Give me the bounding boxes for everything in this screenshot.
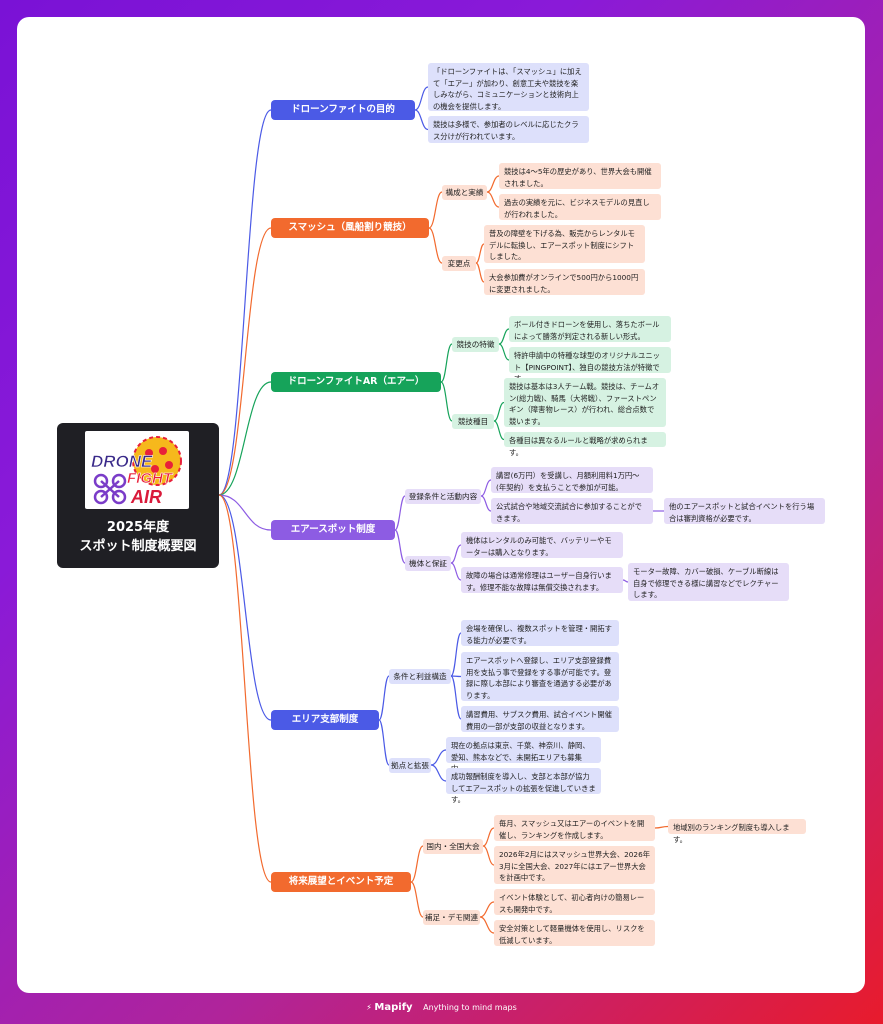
leaf-node[interactable]: ボール付きドローンを使用し、落ちたボールによって勝落が判定される新しい形式。	[509, 316, 671, 342]
leaf-node[interactable]: 成功報酬制度を導入し、支部と本部が協力してエアースポットの拡張を促進していきます…	[446, 768, 601, 804]
leaf-node[interactable]: 安全対策として軽量機体を使用し、リスクを低減しています。	[494, 920, 655, 946]
svg-text:FIGHT: FIGHT	[127, 470, 174, 487]
leaf-node[interactable]: 大会参加費がオンラインで500円から1000円に変更されました。	[484, 269, 645, 295]
leaf-node[interactable]: 「ドローンファイトは、「スマッシュ」に加えて「エアー」が加わり、創意工夫や競技を…	[428, 63, 589, 111]
branch-node-6[interactable]: 将来展望とイベント予定	[271, 872, 411, 892]
footer-tagline: Anything to mind maps	[423, 1003, 517, 1012]
root-node[interactable]: DRONE FIGHT AIR 2025年度 スポット制度概要図	[57, 423, 219, 568]
group-node[interactable]: 登録条件と活動内容	[405, 489, 481, 504]
leaf-node[interactable]: 競技は基本は3人チーム戦。競技は、チームオン(総力戦)、騎馬（大将戦）、ファース…	[504, 378, 666, 427]
leaf-node[interactable]: イベント体験として、初心者向けの簡易レースも開発中です。	[494, 889, 655, 915]
svg-text:DRONE: DRONE	[91, 452, 153, 471]
leaf-node[interactable]: 競技は多様で、参加者のレベルに応じたクラス分けが行われています。	[428, 116, 589, 143]
branch-node-1[interactable]: ドローンファイトの目的	[271, 100, 415, 120]
drone-fight-air-logo: DRONE FIGHT AIR	[85, 431, 189, 509]
group-node[interactable]: 拠点と拡張	[389, 758, 431, 773]
group-node[interactable]: 構成と実績	[442, 185, 487, 200]
branch-node-2[interactable]: スマッシュ（風船割り競技）	[271, 218, 429, 238]
branch-node-5[interactable]: エリア支部制度	[271, 710, 379, 730]
leaf-node[interactable]: 2026年2月にはスマッシュ世界大会、2026年3月に全国大会、2027年にはエ…	[494, 846, 655, 884]
group-node[interactable]: 競技種目	[452, 414, 494, 429]
footer-brand: Mapify	[374, 1002, 413, 1013]
svg-text:AIR: AIR	[130, 487, 162, 507]
group-node[interactable]: 条件と利益構造	[389, 669, 451, 684]
leaf-node[interactable]: 現在の拠点は東京、千葉、神奈川、静岡、愛知、熊本などで、未開拓エリアも募集中。	[446, 737, 601, 773]
leaf-node[interactable]: 競技は4〜5年の歴史があり、世界大会も開催されました。	[499, 163, 661, 189]
leaf-node[interactable]: 会場を確保し、複数スポットを管理・開拓する能力が必要です。	[461, 620, 619, 646]
group-node[interactable]: 競技の特徴	[452, 337, 499, 352]
leaf-node[interactable]: 講習(6万円）を受講し、月額利用料1万円〜(年契約）を支払うことで参加が可能。	[491, 467, 653, 493]
logo-dome-icon	[132, 436, 182, 486]
leaf-node[interactable]: 普及の障壁を下げる為、販売からレンタルモデルに転換し、エアースポット制度にシフト…	[484, 225, 645, 263]
sub-leaf-node[interactable]: モーター故障、カバー破損、ケーブル断線は自身で修理できる様に講習などでレクチャー…	[628, 563, 789, 601]
leaf-node[interactable]: 機体はレンタルのみ可能で、バッテリーやモーターは購入となります。	[461, 532, 623, 558]
group-node[interactable]: 補足・デモ関連	[423, 910, 480, 925]
group-node[interactable]: 変更点	[442, 256, 476, 271]
leaf-node[interactable]: 毎月、スマッシュ又はエアーのイベントを開催し、ランキングを作成します。	[494, 815, 655, 841]
group-node[interactable]: 機体と保証	[405, 556, 451, 571]
group-node[interactable]: 国内・全国大会	[423, 839, 483, 854]
sub-leaf-node[interactable]: 地域別のランキング制度も導入します。	[668, 819, 806, 844]
logo-drone-icon	[93, 473, 127, 505]
leaf-node[interactable]: 公式試合や地域交流試合に参加することができます。	[491, 498, 653, 524]
leaf-node[interactable]: 特許申請中の特種な球型のオリジナルユニット【PINGPOINT】、独自の競技方法…	[509, 347, 671, 383]
footer: ⚡ Mapify Anything to mind maps	[0, 1002, 883, 1013]
branch-node-3[interactable]: ドローンファイトAR（エアー）	[271, 372, 441, 392]
sub-leaf-node[interactable]: 他のエアースポットと試合イベントを行う場合は審判資格が必要です。	[664, 498, 825, 524]
leaf-node[interactable]: 各種目は異なるルールと戦略が求められます。	[504, 432, 666, 457]
leaf-node[interactable]: 故障の場合は通常修理はユーザー自身行います。修理不能な故障は無償交換されます。	[461, 567, 623, 593]
leaf-node[interactable]: 過去の実績を元に、ビジネスモデルの見直しが行われました。	[499, 194, 661, 220]
root-title: 2025年度 スポット制度概要図	[79, 520, 197, 554]
mapify-logo-icon: ⚡	[366, 1003, 372, 1012]
leaf-node[interactable]: エアースポットへ登録し、エリア支部登録費用を支払う事で登録をする事が可能です。登…	[461, 652, 619, 701]
leaf-node[interactable]: 講習費用、サブスク費用、試合イベント開催費用の一部が支部の収益となります。	[461, 706, 619, 732]
branch-node-4[interactable]: エアースポット制度	[271, 520, 395, 540]
